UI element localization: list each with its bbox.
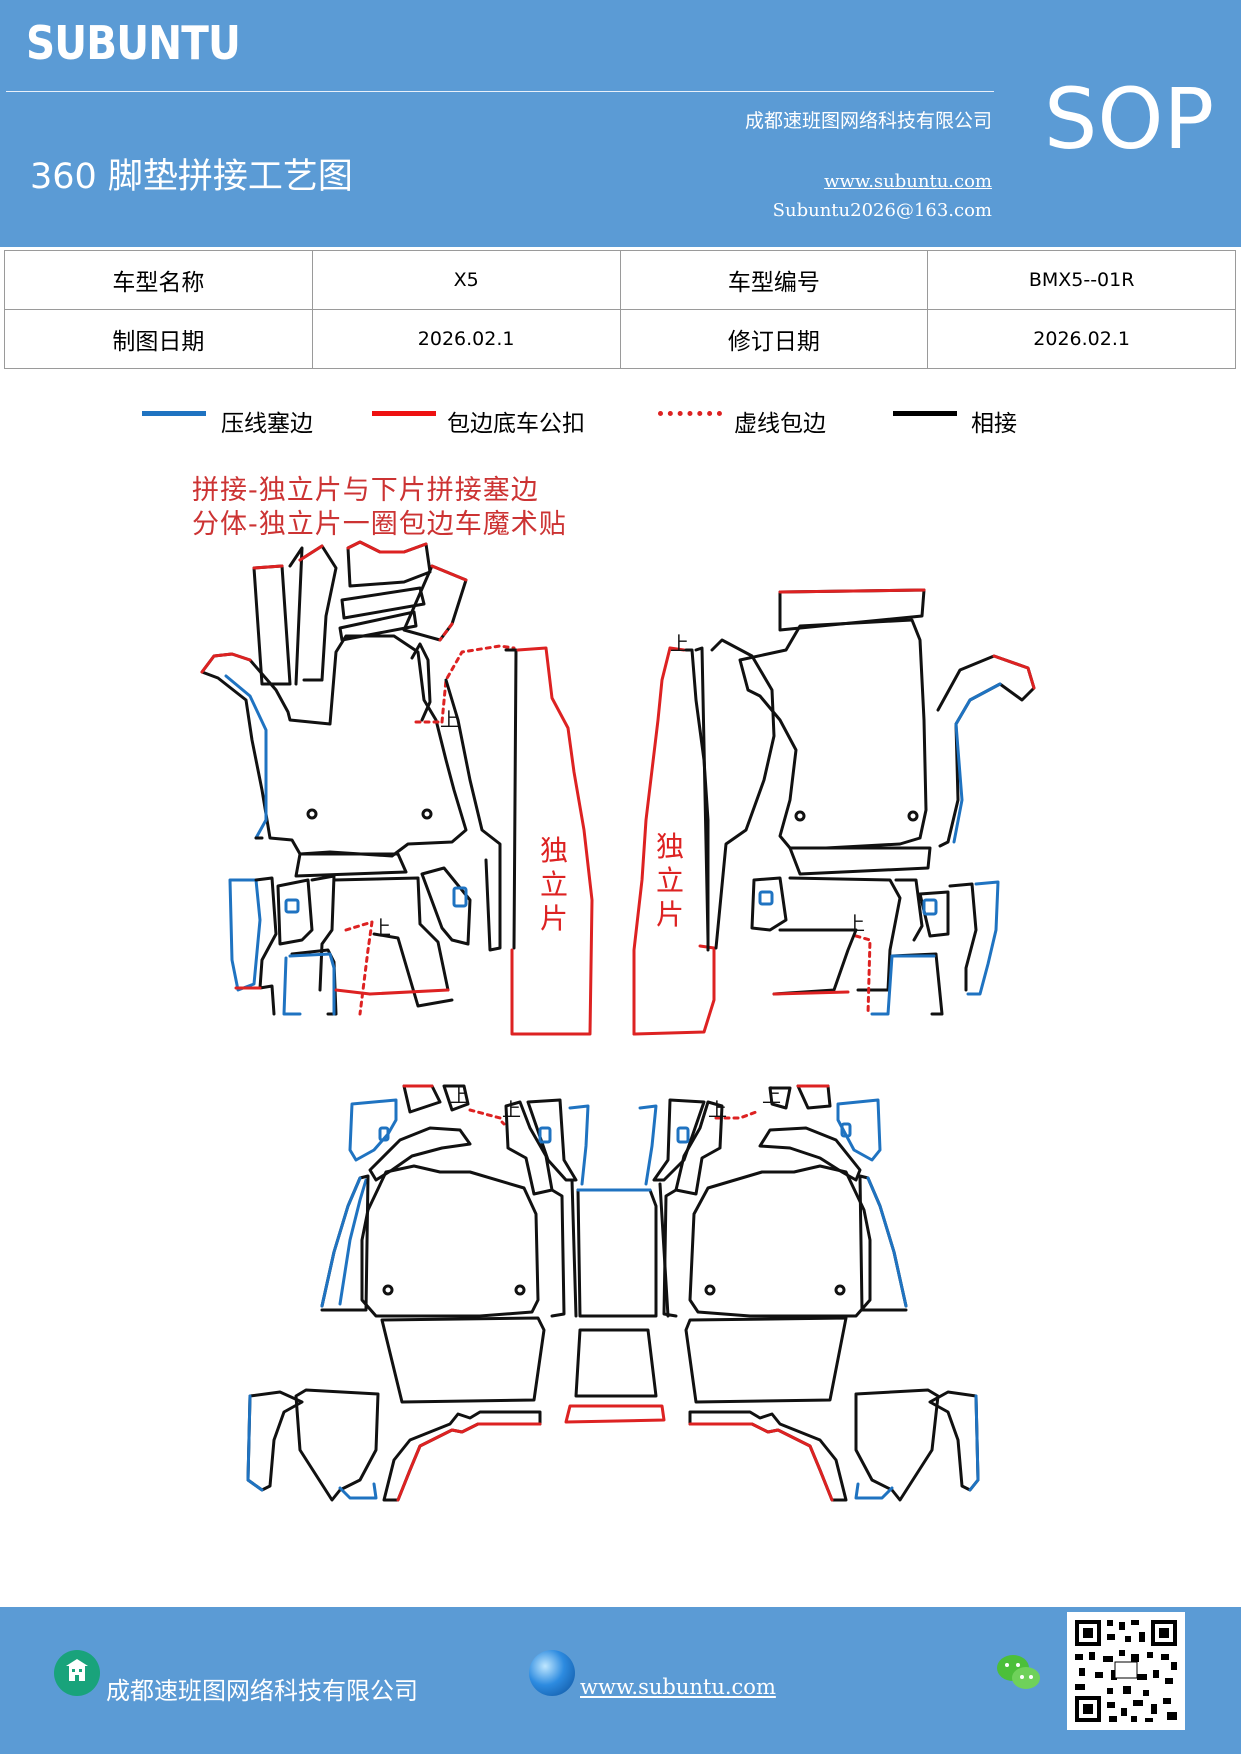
legend-swatch-blue <box>142 411 206 416</box>
up-mark: 上 <box>502 1099 521 1121</box>
table-row: 制图日期 2026.02.1 修订日期 2026.02.1 <box>4 309 1236 369</box>
up-mark: 上 <box>762 1085 781 1107</box>
draw-date-value: 2026.02.1 <box>311 309 621 369</box>
note-line-1: 拼接-独立片与下片拼接塞边 <box>192 475 539 506</box>
rear-pieces: 上 上 上 上 <box>246 1084 980 1502</box>
globe-icon <box>529 1650 575 1696</box>
up-mark: 上 <box>440 709 459 731</box>
header-banner: SUBUNTU 成都速班图网络科技有限公司 360 脚垫拼接工艺图 www.su… <box>0 0 1241 247</box>
legend-label: 相接 <box>971 411 1017 437</box>
up-mark: 上 <box>450 1085 469 1107</box>
legend-label: 压线塞边 <box>221 411 313 437</box>
footer-company-name: 成都速班图网络科技有限公司 <box>106 1677 418 1705</box>
front-right-pieces: 上 上 <box>670 588 1036 1016</box>
independent-label: 片 <box>540 902 568 935</box>
front-left-pieces: 上 上 <box>200 540 516 1016</box>
independent-pieces: 独 立 片 独 立 片 <box>504 646 716 1036</box>
building-icon <box>54 1650 100 1696</box>
independent-label: 立 <box>656 864 684 897</box>
legend: 压线塞边 包边底车公扣 虚线包边 相接 <box>0 400 1241 440</box>
legend-label: 包边底车公扣 <box>447 411 585 437</box>
model-name-label: 车型名称 <box>4 250 313 310</box>
independent-label: 片 <box>656 898 684 931</box>
floor-mat-diagram: 上 上 独 立 片 独 立 片 <box>200 540 1036 1502</box>
company-name: 成都速班图网络科技有限公司 <box>744 110 992 132</box>
revise-date-value: 2026.02.1 <box>927 309 1236 369</box>
page-title: 360 脚垫拼接工艺图 <box>30 157 353 197</box>
legend-label: 虚线包边 <box>734 411 826 437</box>
footer-banner: 成都速班图网络科技有限公司 www.subuntu.com <box>0 1607 1241 1754</box>
footer-website-link[interactable]: www.subuntu.com <box>580 1675 776 1699</box>
website-link[interactable]: www.subuntu.com <box>824 171 992 192</box>
legend-swatch-dotted-red <box>658 411 722 416</box>
up-mark: 上 <box>372 917 391 939</box>
up-mark: 上 <box>670 633 689 655</box>
brand-logo: SUBUNTU <box>26 16 241 70</box>
model-name-value: X5 <box>311 250 621 310</box>
up-mark: 上 <box>708 1099 727 1121</box>
legend-swatch-red <box>372 411 436 416</box>
note-line-2: 分体-独立片一圈包边车魔术贴 <box>192 509 567 540</box>
header-divider <box>6 91 994 92</box>
draw-date-label: 制图日期 <box>4 309 313 369</box>
independent-label: 立 <box>540 868 568 901</box>
qr-code <box>1067 1612 1185 1730</box>
contact-email[interactable]: Subuntu2026@163.com <box>772 200 992 221</box>
revise-date-label: 修订日期 <box>619 309 929 369</box>
model-code-label: 车型编号 <box>619 250 929 310</box>
independent-label: 独 <box>540 834 568 867</box>
up-mark: 上 <box>846 913 865 935</box>
model-info-table: 车型名称 X5 车型编号 BMX5--01R 制图日期 2026.02.1 修订… <box>4 250 1236 369</box>
independent-label: 独 <box>656 830 684 863</box>
sop-badge: SOP <box>1044 70 1215 168</box>
wechat-icon[interactable] <box>995 1651 1043 1695</box>
legend-swatch-black <box>893 411 957 416</box>
